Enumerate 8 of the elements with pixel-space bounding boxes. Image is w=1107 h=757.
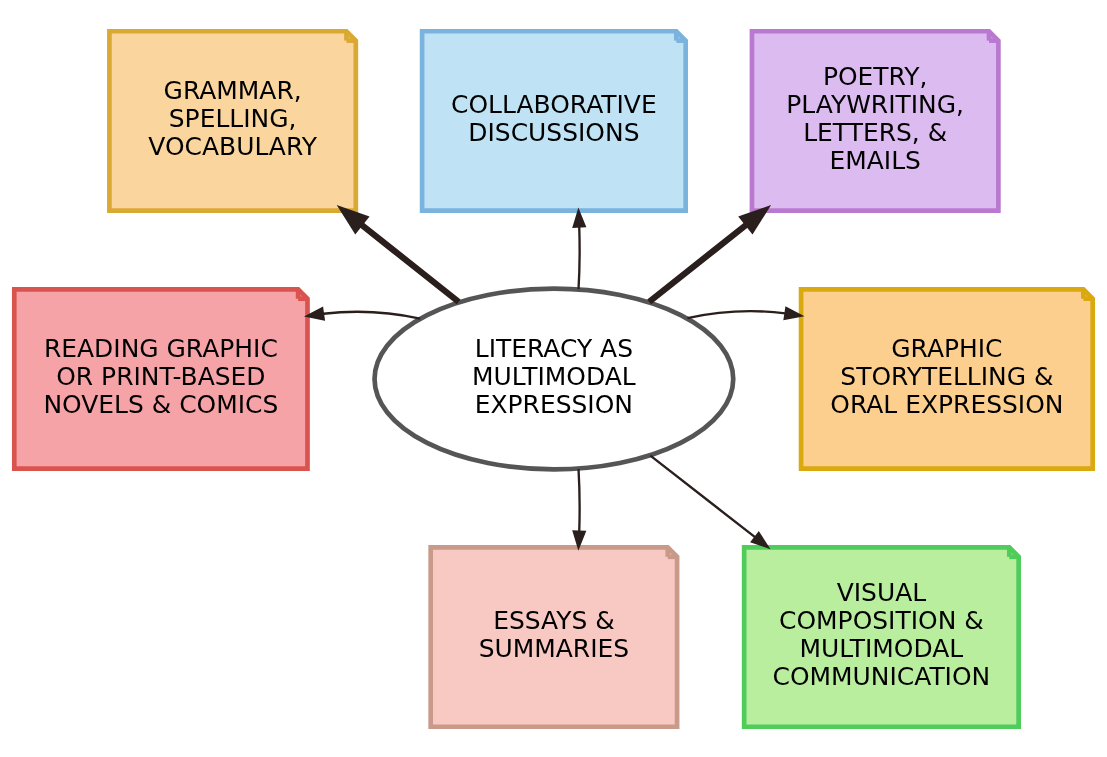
arrow [572, 206, 587, 289]
arrow [572, 468, 587, 551]
arrow [649, 454, 771, 549]
arrow [304, 306, 421, 321]
arrow [647, 204, 772, 304]
arrow [687, 305, 805, 320]
arrow [336, 204, 461, 304]
node-ellipse: LITERACY AS MULTIMODAL EXPRESSION [372, 285, 736, 472]
